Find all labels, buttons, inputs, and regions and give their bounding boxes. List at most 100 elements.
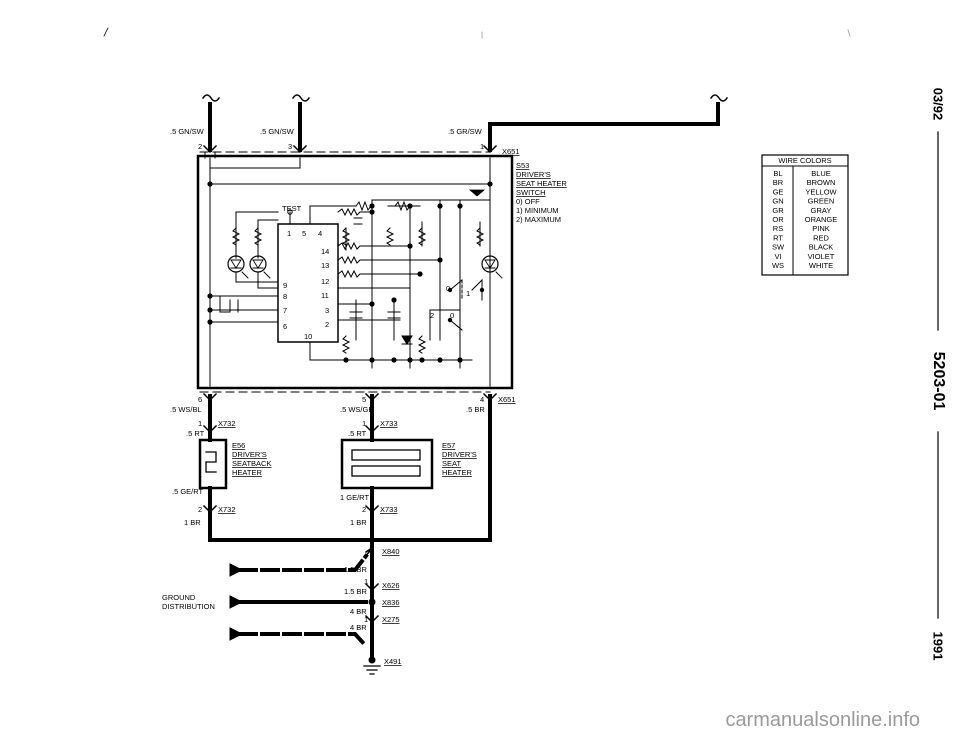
connector-label: X626 [382, 581, 400, 590]
wire-label: .5 WS/GE [340, 405, 373, 414]
e57-name-line3: HEATER [442, 468, 472, 477]
ground-labels: X840 1.5 BR 1 X626 1.5 BR X836 GROUND DI… [162, 547, 402, 666]
pin-label: 5 [362, 395, 366, 404]
switch-module-junctions [207, 181, 493, 363]
model-year: 1991 [930, 631, 946, 661]
pin-label: 1 [364, 615, 368, 624]
e57-labels: 1 X733 .5 RT E57 DRIVER'S SEAT HEATER 1 … [340, 419, 477, 527]
pin-label: 4 [480, 395, 484, 404]
pin-label: 2 [198, 142, 202, 151]
e57-seat-heater [340, 438, 434, 542]
wire-label: 4 BR [350, 623, 367, 632]
document-number: 5203-01 [930, 351, 947, 411]
pin-label: 7 [283, 306, 287, 315]
wire-color-code: BR [773, 178, 784, 187]
connector-label: X651 [498, 395, 516, 404]
e56-name-line3: HEATER [232, 468, 262, 477]
pin-label: 6 [198, 395, 202, 404]
top-feed-wires [201, 94, 729, 159]
wire-color-code: VI [774, 252, 781, 261]
ground-distribution-label1: GROUND [162, 593, 196, 602]
wire-label: 1.5 BR [344, 587, 368, 596]
top-wire-labels: .5 GN/SW .5 GN/SW .5 GR/SW 2 3 1 X651 [170, 127, 520, 156]
module-pin-labels: TEST 1 5 4 14 13 12 11 3 2 9 8 7 6 10 0 … [282, 204, 470, 341]
switch-pos-label: 0 [450, 311, 454, 320]
pin-label: 2 [325, 320, 329, 329]
switch-module-s53 [196, 151, 514, 393]
wire-color-name: YELLOW [805, 187, 837, 196]
connector-label: X732 [218, 505, 236, 514]
pin-label: 1 [287, 229, 291, 238]
wire-color-code: BL [773, 169, 782, 178]
wire-color-name: GRAY [811, 206, 832, 215]
e56-id: E56 [232, 441, 245, 450]
pin-label: 2 [198, 505, 202, 514]
wire-label: .5 RT [186, 429, 205, 438]
scan-mark [103, 27, 109, 37]
pin-label: 12 [321, 277, 329, 286]
pin-label: 8 [283, 292, 287, 301]
switch-name-line1: DRIVER'S [516, 170, 551, 179]
wire-label: 1 BR [184, 518, 201, 527]
watermark: carmanualsonline.info [725, 709, 920, 731]
wire-color-table-frame [761, 154, 849, 276]
wire-label: .5 BR [466, 405, 485, 414]
wire-color-title: WIRE COLORS [778, 156, 831, 165]
output-wires [202, 392, 498, 542]
ground-distribution [229, 537, 381, 675]
wire-color-code: GR [772, 206, 784, 215]
pin-label: 4 [318, 229, 322, 238]
wire-label: 1 GE/RT [340, 493, 369, 502]
wire-color-name: WHITE [809, 261, 833, 270]
pin-label: 1 [480, 142, 484, 151]
pin-label: 3 [325, 306, 329, 315]
bottom-output-labels: 6 5 4 X651 .5 WS/BL .5 WS/GE .5 BR [170, 395, 516, 414]
pin-label: 3 [288, 142, 292, 151]
e57-name-line1: DRIVER'S [442, 450, 477, 459]
pin-label: 2 [362, 505, 366, 514]
wire-color-code: SW [772, 243, 785, 252]
wire-color-code: WS [772, 261, 784, 270]
switch-position-maximum: 2) MAXIMUM [516, 215, 561, 224]
wire-color-code: GE [773, 187, 784, 196]
switch-pos-label: 1 [466, 289, 470, 298]
connector-label: X651 [502, 147, 520, 156]
pin-label: 10 [304, 332, 312, 341]
connector-label: X733 [380, 419, 398, 428]
e56-name-line1: DRIVER'S [232, 450, 267, 459]
wire-color-code: GN [772, 197, 783, 206]
connector-label: X732 [218, 419, 236, 428]
pin-label: 13 [321, 261, 329, 270]
pin-label: 9 [283, 281, 287, 290]
pin-label: 1 [362, 419, 366, 428]
wire-label: .5 GN/SW [170, 127, 205, 136]
page-date: 03/92 [930, 87, 946, 121]
connector-label: X836 [382, 598, 400, 607]
switch-position-minimum: 1) MINIMUM [516, 206, 559, 215]
switch-description: S53 DRIVER'S SEAT HEATER SWITCH 0) OFF 1… [516, 161, 567, 224]
wire-label: .5 GN/SW [260, 127, 295, 136]
wire-color-name: GREEN [808, 197, 835, 206]
switch-pos-label: 0 [446, 284, 450, 293]
wire-label: .5 GR/SW [448, 127, 483, 136]
switch-name-line3: SWITCH [516, 188, 546, 197]
wire-color-name: RED [813, 233, 829, 242]
scan-mark [847, 29, 851, 37]
wire-color-name: VIOLET [808, 252, 835, 261]
switch-id: S53 [516, 161, 529, 170]
pin-label: 6 [283, 322, 287, 331]
connector-label: X275 [382, 615, 400, 624]
connector-label: X491 [384, 657, 402, 666]
pin-label: 14 [321, 247, 329, 256]
wire-label: 4 BR [350, 607, 367, 616]
wire-label: 1.5 BR [344, 565, 368, 574]
wire-label: .5 RT [348, 429, 367, 438]
wire-color-name: BLACK [809, 243, 834, 252]
wire-color-code: OR [772, 215, 784, 224]
switch-name-line2: SEAT HEATER [516, 179, 567, 188]
pin-label: 5 [302, 229, 306, 238]
pin-label: 1 [198, 419, 202, 428]
wire-label: .5 GE/RT [172, 487, 204, 496]
